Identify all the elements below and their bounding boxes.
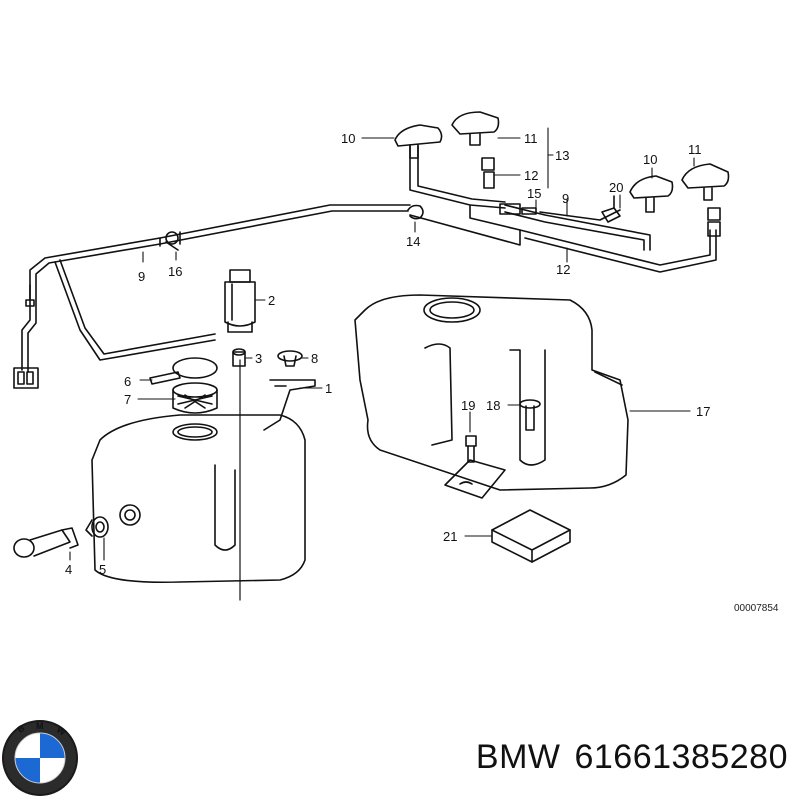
- hose-network-right: [409, 144, 717, 273]
- grommet: [232, 348, 246, 367]
- washer-nozzle: [681, 163, 730, 237]
- callout-17: 17: [696, 404, 710, 419]
- rubber-cap: [277, 350, 303, 367]
- callout-10: 10: [341, 131, 355, 146]
- strainer: [172, 382, 218, 414]
- part-caption: BMW 61661385280: [462, 738, 788, 777]
- support-bracket: [444, 459, 506, 499]
- washer-nozzle: [629, 175, 674, 213]
- callout-19: 19: [461, 398, 475, 413]
- mounting-screw: [465, 435, 477, 463]
- foam-pad: [491, 509, 571, 563]
- callout-7: 7: [124, 392, 131, 407]
- callout-11: 11: [688, 142, 702, 157]
- callout-16: 16: [168, 264, 182, 279]
- callout-labels: 10 11 13 12 15 9 20 10 11 14 12 9 16 2 3…: [65, 131, 779, 614]
- electrical-connector: [13, 284, 39, 389]
- reference-code: 00007854: [734, 603, 779, 614]
- svg-text:B: B: [15, 722, 26, 734]
- hose-clip: [165, 231, 179, 251]
- callout-9: 9: [138, 269, 145, 284]
- grommet-seal: [85, 516, 109, 538]
- brand-name: BMW: [475, 738, 561, 776]
- callout-3: 3: [255, 351, 262, 366]
- callout-13: 13: [555, 148, 569, 163]
- callout-6: 6: [124, 374, 131, 389]
- callout-12: 12: [556, 262, 570, 277]
- mounting-screw: [519, 399, 541, 431]
- washer-hose: [21, 204, 411, 373]
- level-sensor: [13, 527, 79, 558]
- t-connector: [601, 195, 621, 223]
- bmw-logo: B M W: [2, 720, 78, 796]
- svg-text:M: M: [36, 721, 44, 731]
- callout-11: 11: [524, 131, 538, 146]
- callout-21: 21: [443, 529, 457, 544]
- washer-nozzle: [451, 111, 500, 189]
- callout-2: 2: [268, 293, 275, 308]
- callout-14: 14: [406, 234, 420, 249]
- hose-clip: [407, 204, 424, 220]
- washer-reservoir: [91, 359, 306, 601]
- callout-9: 9: [562, 191, 569, 206]
- washer-nozzle: [394, 124, 443, 159]
- callout-8: 8: [311, 351, 318, 366]
- part-number: 61661385280: [574, 738, 788, 776]
- callout-15: 15: [527, 186, 541, 201]
- callout-18: 18: [486, 398, 500, 413]
- filler-cap: [149, 357, 218, 385]
- leader-lines: [69, 127, 695, 561]
- callout-10: 10: [643, 152, 657, 167]
- washer-pump: [224, 269, 256, 333]
- callout-4: 4: [65, 562, 72, 577]
- callout-12: 12: [524, 168, 538, 183]
- check-valve: [499, 203, 537, 215]
- secondary-reservoir: [354, 294, 629, 491]
- callout-5: 5: [99, 562, 106, 577]
- callout-1: 1: [325, 381, 332, 396]
- callout-20: 20: [609, 180, 623, 195]
